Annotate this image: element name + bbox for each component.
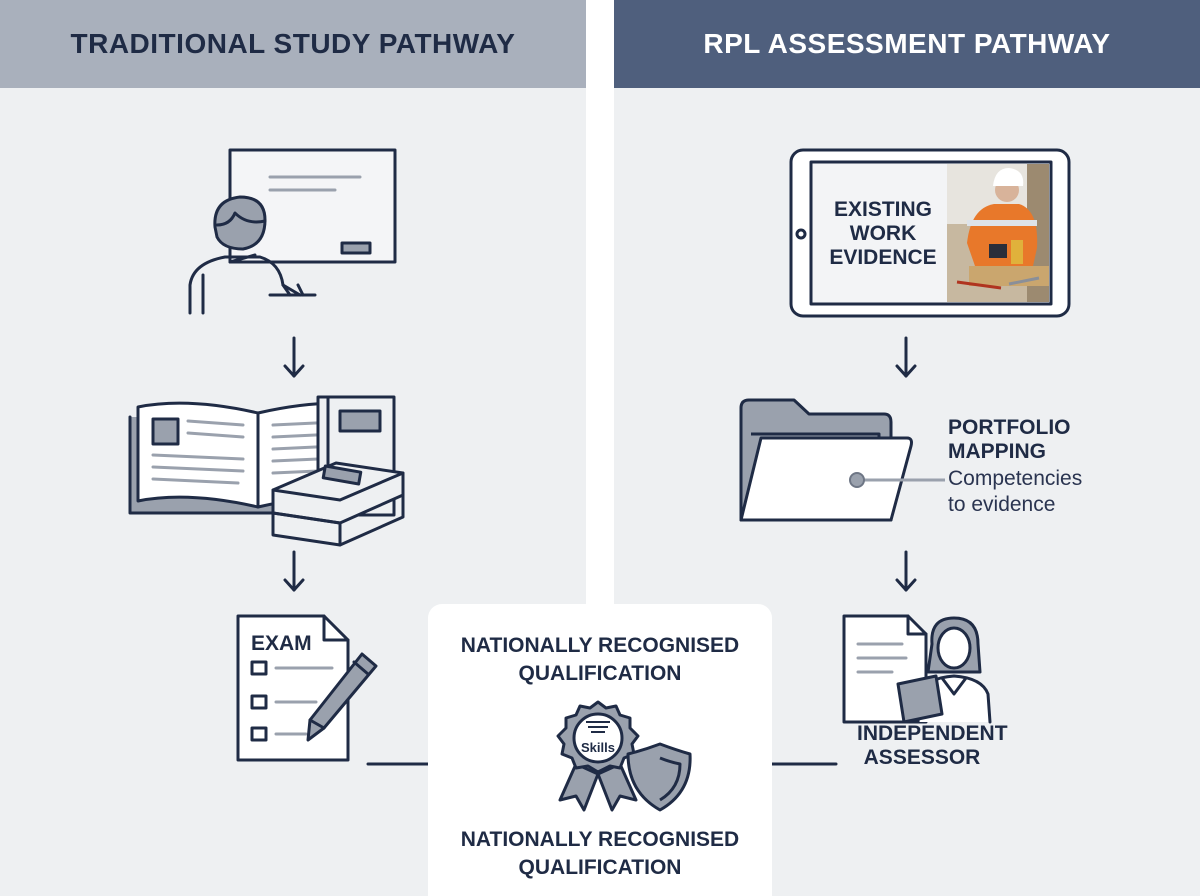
- down-arrow-icon: [895, 550, 917, 592]
- exam-paper-icon: [236, 614, 378, 762]
- independent-assessor-label: INDEPENDENT ASSESSOR: [857, 722, 1008, 769]
- traditional-pathway-header: TRADITIONAL STUDY PATHWAY: [0, 0, 586, 88]
- portfolio-mapping-subtitle: Competencies to evidence: [948, 467, 1083, 516]
- existing-work-evidence-label: EXISTING WORK EVIDENCE: [829, 198, 937, 269]
- qualification-outcome-card: NATIONALLY RECOGNISED QUALIFICATION Skil…: [428, 604, 772, 896]
- worker-photo-icon: [947, 164, 1049, 302]
- down-arrow-icon: [283, 550, 305, 592]
- rpl-pathway-header: RPL ASSESSMENT PATHWAY: [614, 0, 1200, 88]
- exam-label: EXAM: [251, 632, 312, 655]
- traditional-pathway-panel: TRADITIONAL STUDY PATHWAY: [0, 0, 586, 896]
- portfolio-folder-icon: [739, 398, 945, 522]
- qualification-top-label: NATIONALLY RECOGNISED QUALIFICATION: [460, 634, 740, 685]
- badge-text: Skills: [581, 740, 615, 755]
- qualification-badge-icon: Skills: [556, 700, 692, 812]
- qualification-bottom-label: NATIONALLY RECOGNISED QUALIFICATION: [460, 828, 740, 879]
- books-icon: [128, 395, 405, 547]
- down-arrow-icon: [895, 336, 917, 378]
- independent-assessor-icon: [842, 614, 992, 724]
- tablet-work-evidence-icon: [789, 148, 1071, 318]
- portfolio-mapping-title: PORTFOLIO MAPPING: [948, 416, 1071, 463]
- down-arrow-icon: [283, 336, 305, 378]
- classroom-student-icon: [188, 148, 397, 315]
- rpl-pathway-panel: RPL ASSESSMENT PATHWAY EXISTING WORK EVI…: [614, 0, 1200, 896]
